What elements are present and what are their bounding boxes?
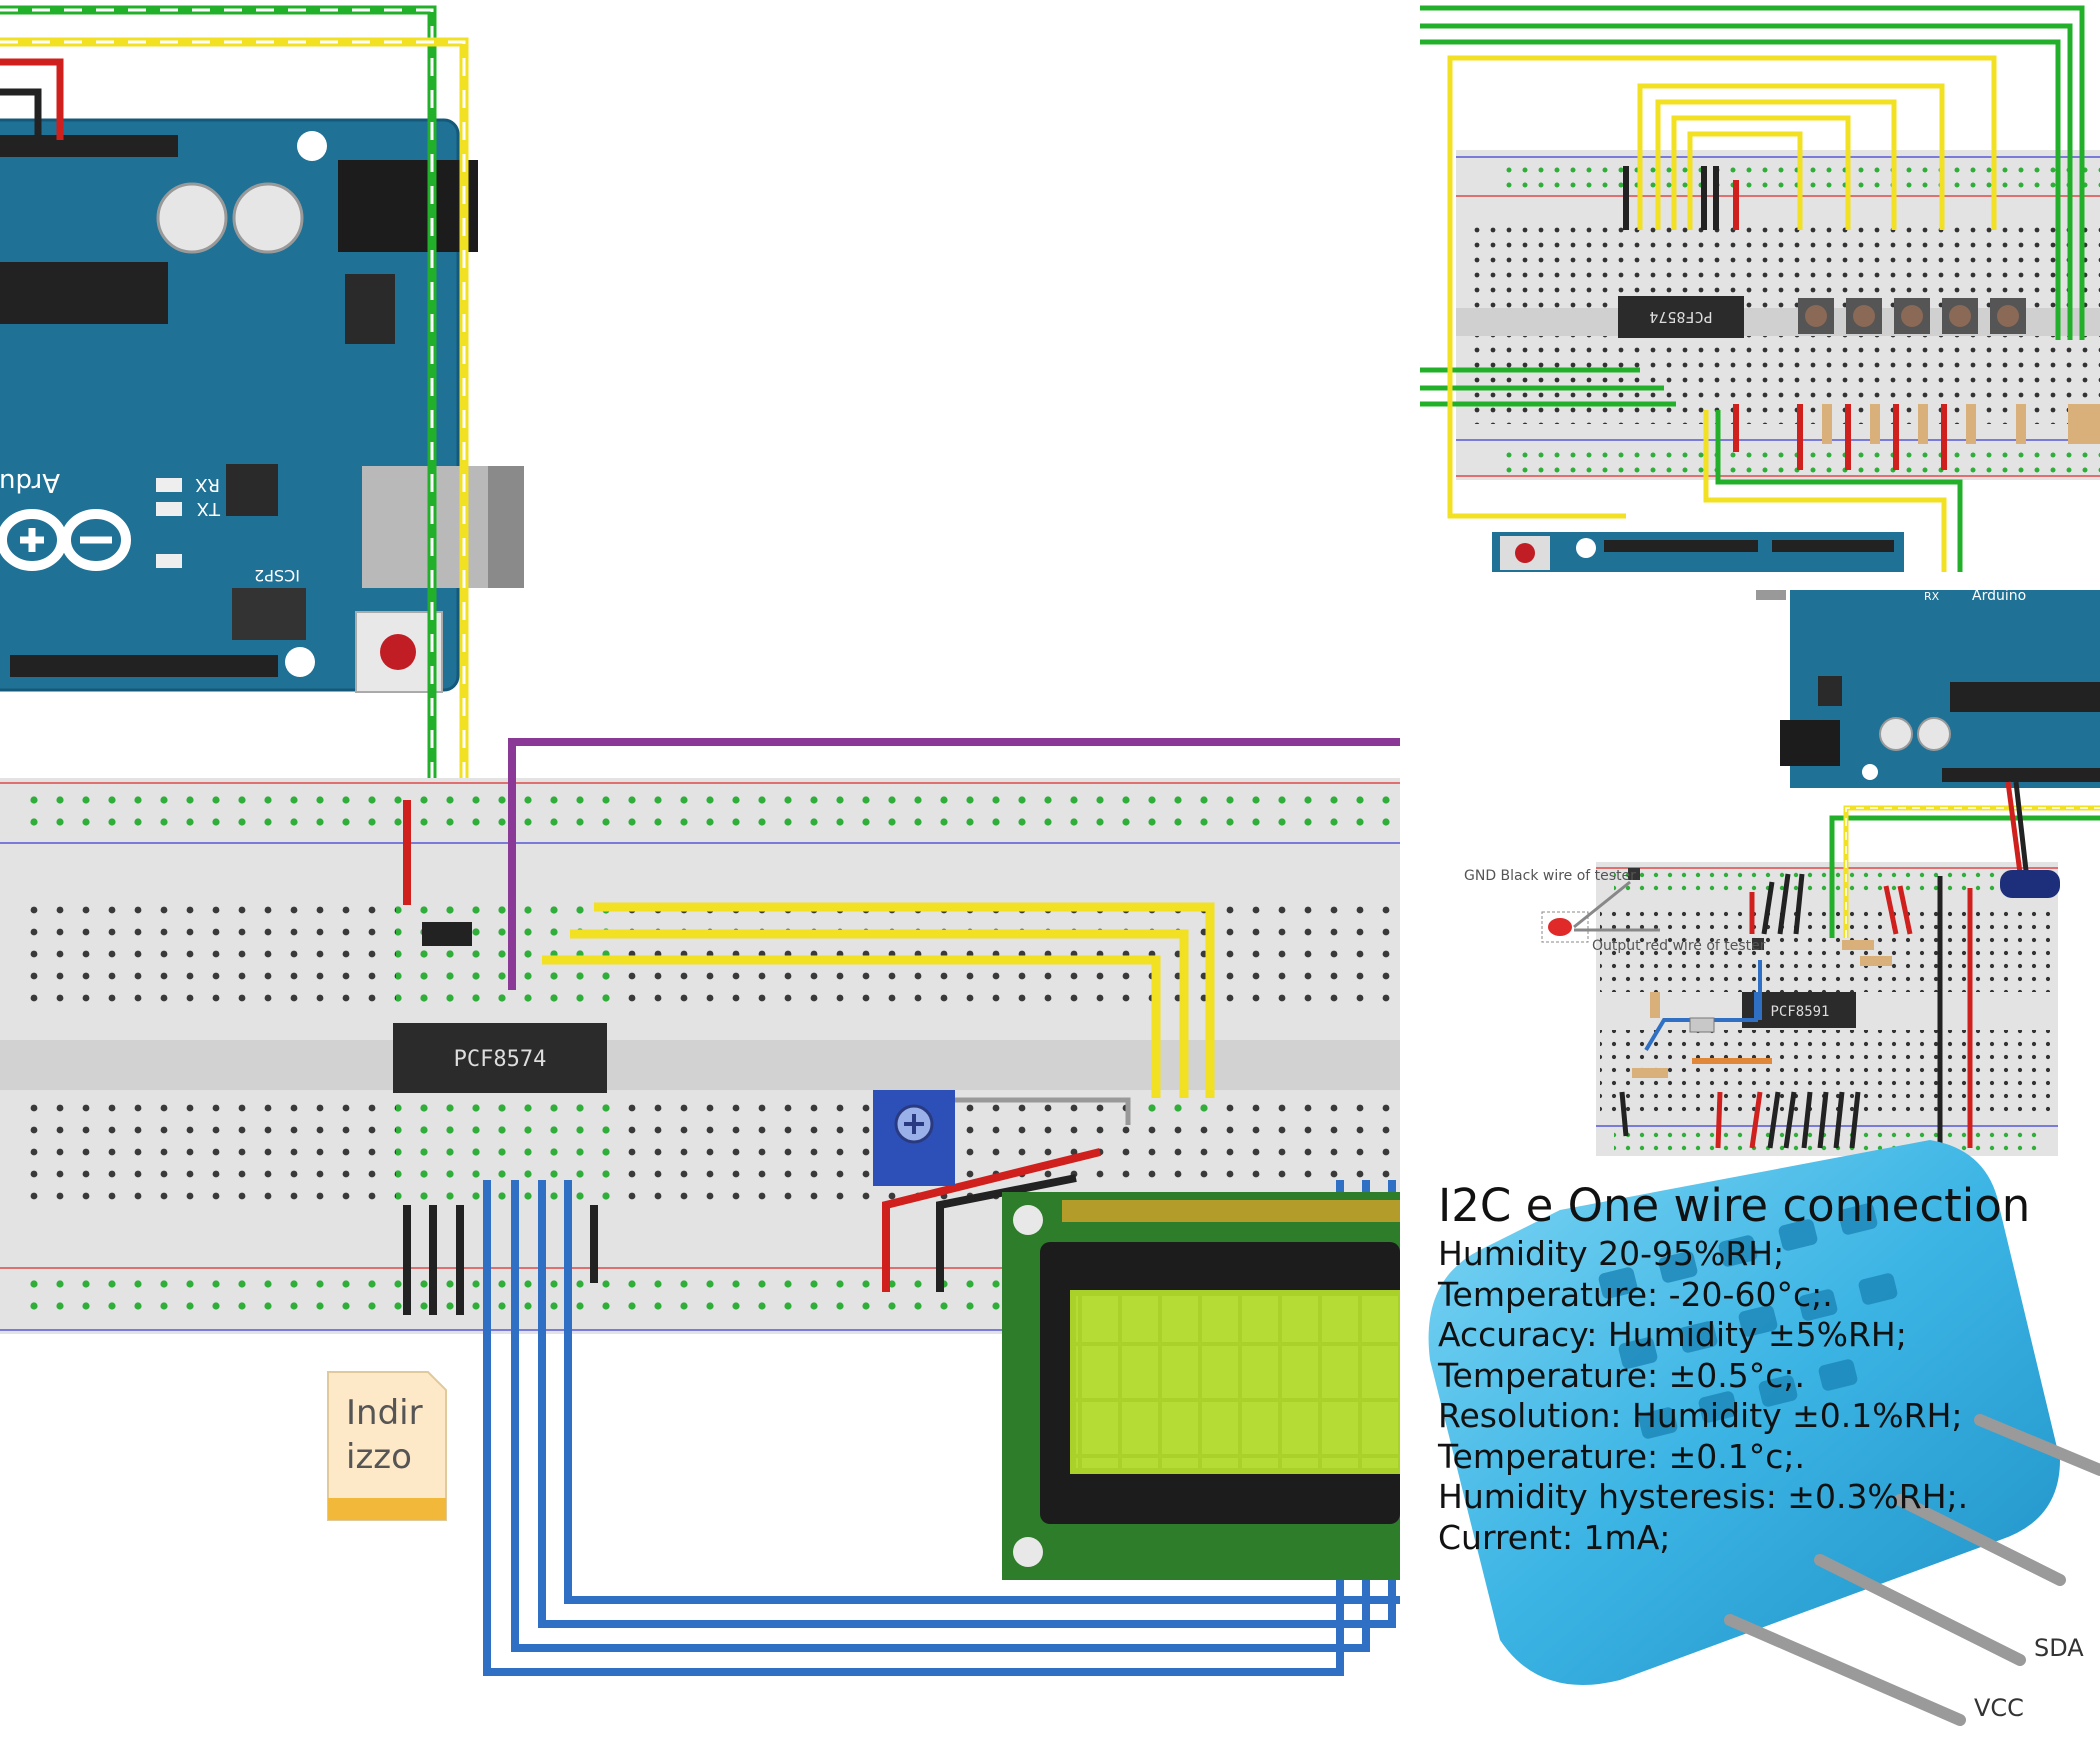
tx-label: TX	[197, 498, 221, 519]
arduino-logo	[0, 509, 131, 571]
middle-right-breadboard-panel: Arduino RX PCF8591	[1464, 588, 2100, 1156]
spec-line: Accuracy: Humidity ±5%RH;	[1438, 1315, 1907, 1354]
dht11-sensor-image	[1428, 1140, 2100, 1726]
middle-rx-label: RX	[1924, 590, 1940, 603]
left-breadboard-panel: Arduino RX TX ICSP2	[0, 5, 1400, 1676]
spec-line: Temperature: ±0.1°c;.	[1438, 1436, 1806, 1476]
spec-line: Humidity hysteresis: ±0.3%RH;.	[1438, 1477, 1969, 1516]
sensor-specs: I2C e One wire connection Humidity 20-95…	[1438, 1178, 2088, 1558]
spec-line: Temperature: ±0.5°c;.	[1438, 1355, 1806, 1395]
spec-line: Humidity 20-95%RH;	[1438, 1234, 1785, 1273]
pcf8574-chip: PCF8574	[393, 1023, 607, 1093]
push-buttons	[1798, 298, 2026, 334]
specs-title: I2C e One wire connection	[1438, 1179, 2031, 1232]
pin-label-vcc: VCC	[1974, 1694, 2024, 1722]
pin-label-sda: SDA	[2034, 1634, 2084, 1662]
rx-label: RX	[195, 474, 220, 495]
note-icon-text-1: Indir	[346, 1393, 423, 1433]
arduino-uno-board: Arduino RX TX ICSP2	[0, 58, 524, 693]
resistors	[1822, 404, 2100, 444]
pcf8574-chip-label: PCF8574	[454, 1047, 547, 1072]
output-tester-label: Output red wire of tester	[1592, 938, 1766, 954]
spec-line: Resolution: Humidity ±0.1%RH;	[1438, 1396, 1963, 1435]
note-icon-text-2: izzo	[346, 1437, 412, 1477]
middle-chip-label: PCF8591	[1770, 1004, 1829, 1020]
gnd-tester-label: GND Black wire of tester	[1464, 868, 1636, 884]
icsp-label: ICSP2	[254, 566, 300, 585]
spec-line: Temperature: -20-60°c;.	[1438, 1274, 1833, 1314]
top-right-breadboard-panel: PCF8574	[1420, 0, 2100, 572]
tester-probe	[1541, 868, 1764, 950]
arduino-logo-text: Arduino	[0, 467, 60, 497]
lcd-module	[1002, 1192, 1400, 1580]
top-right-chip-label: PCF8574	[1649, 308, 1712, 326]
middle-board-text: Arduino	[1972, 588, 2026, 604]
note-document-icon: Indir izzo	[327, 1371, 447, 1521]
spec-line: Current: 1mA;	[1438, 1517, 1671, 1557]
arduino-top-wires	[0, 5, 469, 935]
potentiometer	[873, 1090, 955, 1186]
